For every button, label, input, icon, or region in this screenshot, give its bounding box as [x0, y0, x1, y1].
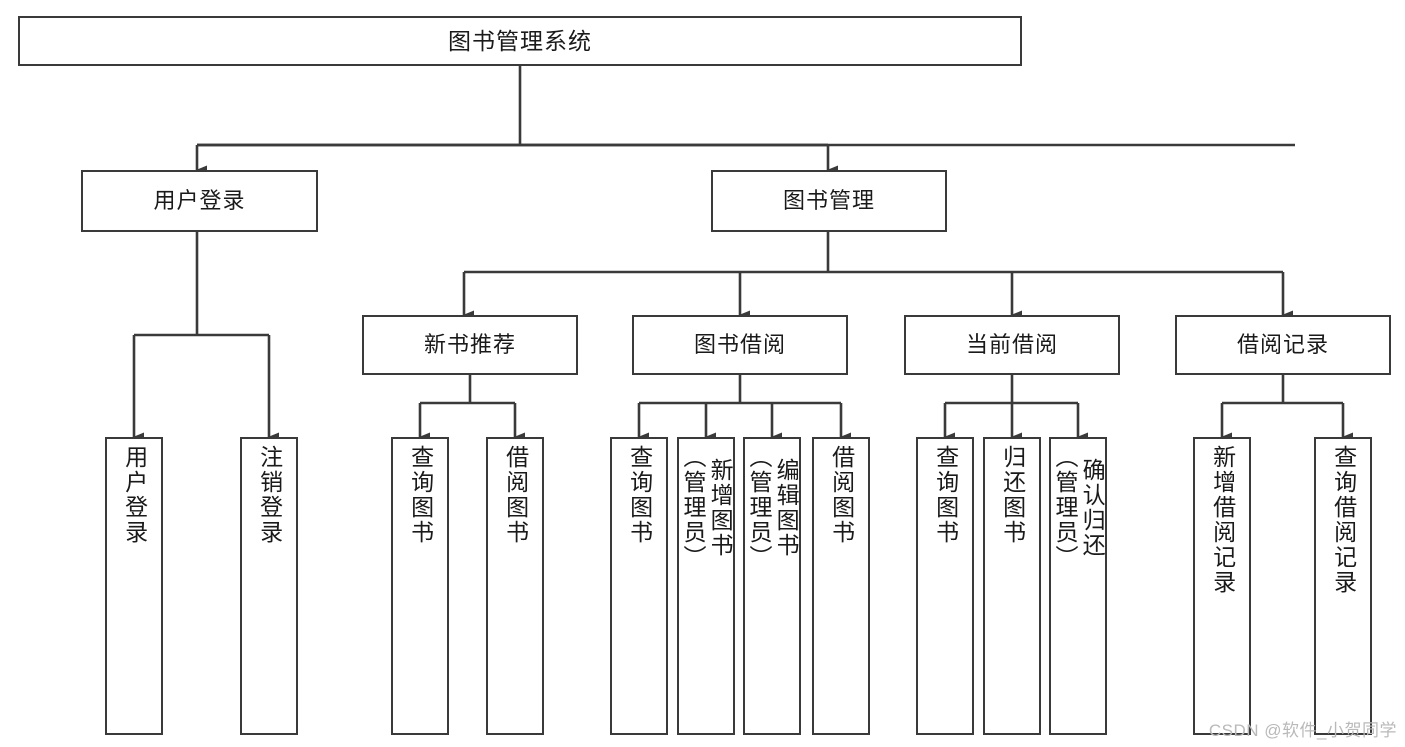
node-label: 注销登录 [256, 445, 283, 545]
node-label: 查询图书 [626, 445, 653, 545]
node-label: 查询图书 [932, 445, 959, 545]
leaf-current-borrow-confirm-return-admin[interactable]: 确认归还 （管理员） [1049, 437, 1107, 735]
node-user-login[interactable]: 用户登录 [81, 170, 318, 232]
node-label: 编辑图书 （管理员） [746, 445, 800, 570]
leaf-book-borrow-query-book[interactable]: 查询图书 [610, 437, 668, 735]
node-new-book-recommend[interactable]: 新书推荐 [362, 315, 578, 375]
leaf-book-borrow-edit-book-admin[interactable]: 编辑图书 （管理员） [743, 437, 801, 735]
node-label: 新增图书 （管理员） [680, 445, 734, 570]
node-label: 当前借阅 [965, 332, 1058, 358]
leaf-user-login-login[interactable]: 用户登录 [105, 437, 163, 735]
node-label: 用户登录 [153, 188, 246, 214]
node-label: 图书管理 [782, 188, 875, 214]
node-label: 借阅图书 [828, 445, 855, 545]
node-root-book-management-system[interactable]: 图书管理系统 [18, 16, 1022, 66]
node-label: 新书推荐 [423, 332, 516, 358]
node-book-borrow[interactable]: 图书借阅 [632, 315, 848, 375]
leaf-book-borrow-borrow-book[interactable]: 借阅图书 [812, 437, 870, 735]
csdn-watermark: CSDN @软件_小贺同学 [1208, 721, 1397, 740]
node-current-borrow[interactable]: 当前借阅 [904, 315, 1120, 375]
node-label: 图书管理系统 [448, 27, 592, 54]
node-label: 借阅图书 [502, 445, 529, 545]
node-label: 新增借阅记录 [1209, 445, 1236, 595]
node-label: 图书借阅 [693, 332, 786, 358]
node-label: 归还图书 [999, 445, 1026, 545]
leaf-current-borrow-query-book[interactable]: 查询图书 [916, 437, 974, 735]
leaf-borrow-record-query-record[interactable]: 查询借阅记录 [1314, 437, 1372, 735]
node-book-management[interactable]: 图书管理 [711, 170, 947, 232]
node-borrow-record[interactable]: 借阅记录 [1175, 315, 1391, 375]
leaf-new-book-query-book[interactable]: 查询图书 [391, 437, 449, 735]
leaf-user-login-logout[interactable]: 注销登录 [240, 437, 298, 735]
leaf-borrow-record-add-record[interactable]: 新增借阅记录 [1193, 437, 1251, 735]
node-label: 查询借阅记录 [1330, 445, 1357, 595]
node-label: 确认归还 （管理员） [1052, 445, 1106, 570]
leaf-new-book-borrow-book[interactable]: 借阅图书 [486, 437, 544, 735]
node-label: 查询图书 [407, 445, 434, 545]
leaf-current-borrow-return-book[interactable]: 归还图书 [983, 437, 1041, 735]
leaf-book-borrow-add-book-admin[interactable]: 新增图书 （管理员） [677, 437, 735, 735]
node-label: 借阅记录 [1236, 332, 1329, 358]
node-label: 用户登录 [121, 445, 148, 545]
